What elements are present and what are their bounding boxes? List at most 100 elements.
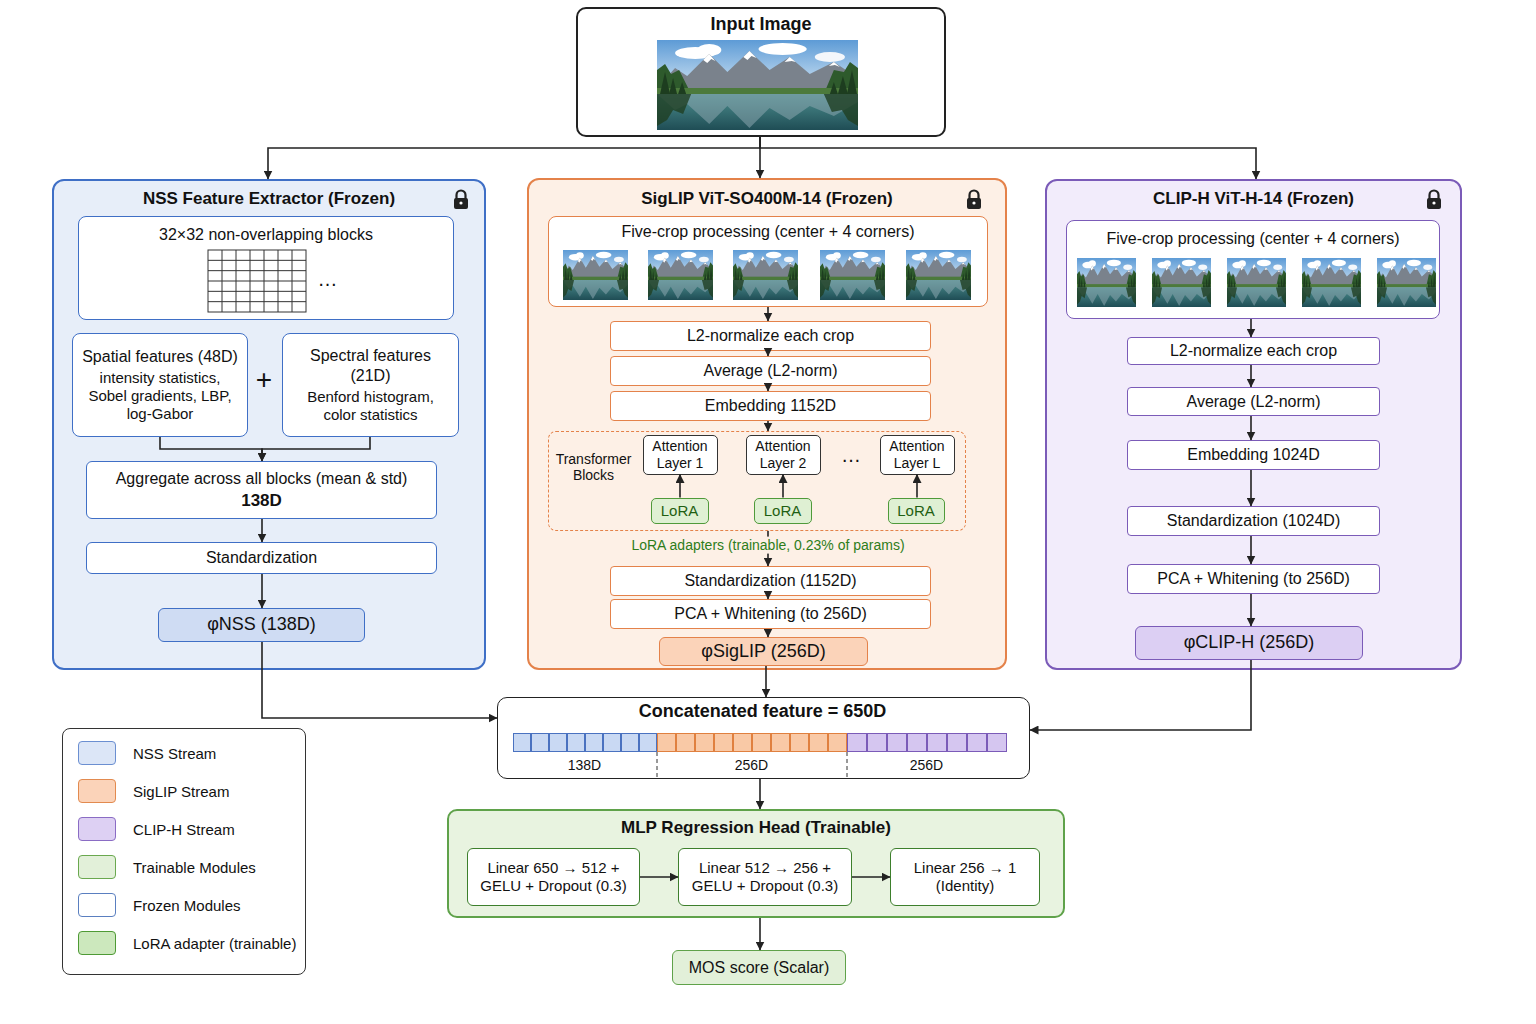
feature-box: Spatial features (48D)intensity statisti…	[72, 333, 248, 437]
connector-arrow	[767, 351, 769, 356]
decor-shape	[657, 733, 847, 752]
attention-box: Attention Layer L	[880, 435, 955, 475]
lora-box: LoRA	[651, 498, 709, 524]
connector-arrow	[767, 307, 769, 321]
mlp-panel: MLP Regression Head (Trainable)Linear 65…	[447, 809, 1065, 918]
layer-box: Linear 512 → 256 + GELU + Dropout (0.3)	[678, 848, 852, 906]
node-title: PCA + Whitening (to 256D)	[674, 604, 867, 623]
node-title: Aggregate across all blocks (mean & std)	[116, 469, 408, 488]
layer-box: Linear 256 → 1 (Identity)	[890, 848, 1040, 906]
legend-swatch	[78, 741, 116, 765]
connector-arrow	[160, 437, 262, 461]
attention-box: Attention Layer 1	[643, 435, 718, 475]
connector-arrow	[1250, 365, 1252, 387]
node-text: intensity statistics, Sobel gradients, L…	[84, 369, 236, 423]
node-title: φCLIP-H (256D)	[1184, 632, 1315, 654]
node-title: Standardization (1024D)	[1167, 511, 1340, 530]
connector-arrow	[1250, 536, 1252, 564]
connector-arrow	[261, 519, 263, 542]
legend-row: SigLIP Stream	[78, 779, 229, 803]
node-title: Transformer Blocks	[551, 451, 637, 485]
connector-arrow	[262, 642, 497, 718]
output-feature: φSigLIP (256D)	[659, 637, 868, 666]
node-text: 256D	[735, 756, 768, 773]
connector-arrow	[640, 876, 678, 878]
node-title: Linear 650 → 512 + GELU + Dropout (0.3)	[473, 859, 634, 895]
node-title: SigLIP ViT-SO400M-14 (Frozen)	[641, 189, 893, 209]
process-box: Standardization	[86, 542, 437, 574]
ellipsis: …	[841, 443, 861, 467]
legend-text: CLIP-H Stream	[133, 821, 235, 838]
process-box: Embedding 1024D	[1127, 440, 1380, 470]
decor-shape	[1227, 258, 1286, 307]
lock-icon	[454, 191, 468, 210]
process-box: L2-normalize each crop	[610, 321, 931, 351]
node-title: L2-normalize each crop	[1170, 341, 1337, 360]
legend-row: Trainable Modules	[78, 855, 256, 879]
connector-arrow	[679, 475, 681, 498]
connector-arrow	[760, 137, 1256, 179]
layer-box: Linear 650 → 512 + GELU + Dropout (0.3)	[467, 848, 640, 906]
node-title: PCA + Whitening (to 256D)	[1157, 569, 1350, 588]
decor-shape	[847, 733, 1007, 752]
decor-shape	[847, 752, 848, 778]
process-box: Average (L2-norm)	[610, 356, 931, 386]
connector-arrow	[767, 386, 769, 391]
lock-icon	[967, 191, 981, 210]
legend-text: SigLIP Stream	[133, 783, 229, 800]
decor-shape	[906, 250, 971, 300]
connector-arrow	[1250, 594, 1252, 626]
legend-swatch	[78, 779, 116, 803]
node-title: LoRA	[661, 502, 699, 520]
node-title: NSS Feature Extractor (Frozen)	[143, 189, 395, 209]
legend-swatch	[78, 817, 116, 841]
connector-arrow	[852, 876, 890, 878]
node-title: Linear 512 → 256 + GELU + Dropout (0.3)	[684, 859, 846, 895]
node-title: Linear 256 → 1 (Identity)	[896, 859, 1034, 895]
node-title: Input Image	[710, 14, 811, 36]
legend-row: Frozen Modules	[78, 893, 241, 917]
process-box: Aggregate across all blocks (mean & std)…	[86, 461, 437, 519]
legend-swatch	[78, 893, 116, 917]
connector-arrow	[767, 421, 769, 431]
legend-text: NSS Stream	[133, 745, 216, 762]
connector-arrow	[261, 574, 263, 608]
node-text: …	[318, 267, 338, 291]
connector-arrow	[916, 475, 918, 498]
connector-arrow	[268, 137, 760, 179]
node-title: Five-crop processing (center + 4 corners…	[622, 222, 915, 241]
legend-box: NSS StreamSigLIP StreamCLIP-H StreamTrai…	[62, 728, 306, 975]
node-text: 138D	[241, 491, 282, 511]
connector-arrow	[767, 629, 769, 637]
block-grid	[208, 250, 306, 312]
output-feature: φCLIP-H (256D)	[1135, 626, 1363, 660]
connector-arrow	[765, 666, 767, 697]
decor-shape	[563, 250, 628, 300]
node-title: φSigLIP (256D)	[701, 641, 825, 663]
connector-arrow	[1030, 660, 1251, 730]
connector-arrow	[759, 918, 761, 950]
node-title: LoRA	[897, 502, 935, 520]
decor-shape	[733, 250, 798, 300]
connector-arrow	[1250, 416, 1252, 440]
connector-arrow	[1250, 319, 1252, 337]
feature-box: Spectral features (21D) Benford histogram…	[282, 333, 459, 437]
node-text: 138D	[568, 756, 601, 773]
node-title: 32×32 non-overlapping blocks	[159, 225, 373, 244]
decor-shape	[1152, 258, 1211, 307]
node-title: Embedding 1024D	[1187, 445, 1320, 464]
legend-row: CLIP-H Stream	[78, 817, 235, 841]
node-title: LoRA	[764, 502, 802, 520]
lora-box: LoRA	[888, 498, 945, 524]
process-box: Standardization (1152D)	[610, 566, 931, 596]
decor-shape	[208, 250, 306, 312]
clip-crops	[1077, 258, 1436, 307]
node-title: Spectral features (21D)	[288, 346, 453, 384]
node-text: 256D	[910, 756, 943, 773]
node-title: Average (L2-norm)	[1187, 392, 1321, 411]
node-text: Benford histogram, color statistics	[295, 388, 447, 424]
node-title: MOS score (Scalar)	[689, 958, 829, 977]
siglip-crops	[563, 250, 971, 300]
node-title: Five-crop processing (center + 4 corners…	[1107, 229, 1400, 248]
